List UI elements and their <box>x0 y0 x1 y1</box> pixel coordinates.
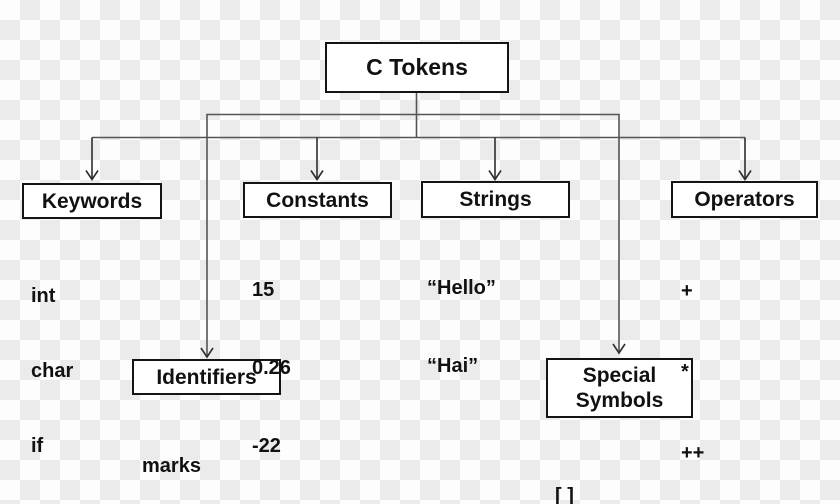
special-symbols-examples: [ ] ( ) <box>555 431 577 504</box>
arrowhead-keywords <box>85 170 99 181</box>
arrowhead-constants <box>310 170 324 181</box>
node-keywords: Keywords <box>22 183 162 219</box>
constant-example: -22 <box>252 435 281 457</box>
node-keywords-label: Keywords <box>41 189 143 213</box>
node-strings-label: Strings <box>459 188 532 211</box>
operator-example: * <box>681 361 689 383</box>
arrowhead-operators <box>738 170 752 181</box>
string-example: “Hello” <box>427 277 496 299</box>
constants-examples: 15 0.26 -22 <box>252 225 291 504</box>
operator-example: ++ <box>681 442 705 464</box>
arrowhead-strings <box>488 170 502 181</box>
identifier-example: marks <box>142 455 201 477</box>
constant-example: 15 <box>252 279 275 301</box>
node-constants-label: Constants <box>266 188 369 212</box>
node-identifiers: Identifiers <box>132 359 281 395</box>
operator-example: + <box>681 280 693 302</box>
constant-example: 0.26 <box>252 357 291 379</box>
strings-examples: “Hello” “Hai” <box>427 223 496 431</box>
node-special-symbols-label: Special Symbols <box>575 364 664 412</box>
node-operators: Operators <box>671 181 818 218</box>
node-special-symbols: Special Symbols <box>546 358 693 418</box>
node-c-tokens-label: C Tokens <box>366 54 468 80</box>
node-constants: Constants <box>243 182 392 218</box>
string-example: “Hai” <box>427 355 479 377</box>
node-c-tokens: C Tokens <box>325 42 509 93</box>
node-strings: Strings <box>421 181 570 218</box>
identifiers-examples: marks amount <box>142 404 214 504</box>
keyword-example: int <box>31 285 56 307</box>
arrowhead-identifiers <box>200 347 214 359</box>
node-operators-label: Operators <box>694 188 795 211</box>
special-symbol-example: [ ] <box>555 485 574 504</box>
keyword-example: if <box>31 435 44 457</box>
keyword-example: char <box>31 360 74 382</box>
operators-examples: + * ++ -- <box>681 224 704 504</box>
keywords-examples: int char if while <box>31 234 81 504</box>
node-identifiers-label: Identifiers <box>156 365 257 389</box>
arrowhead-special-symbols <box>612 343 626 355</box>
